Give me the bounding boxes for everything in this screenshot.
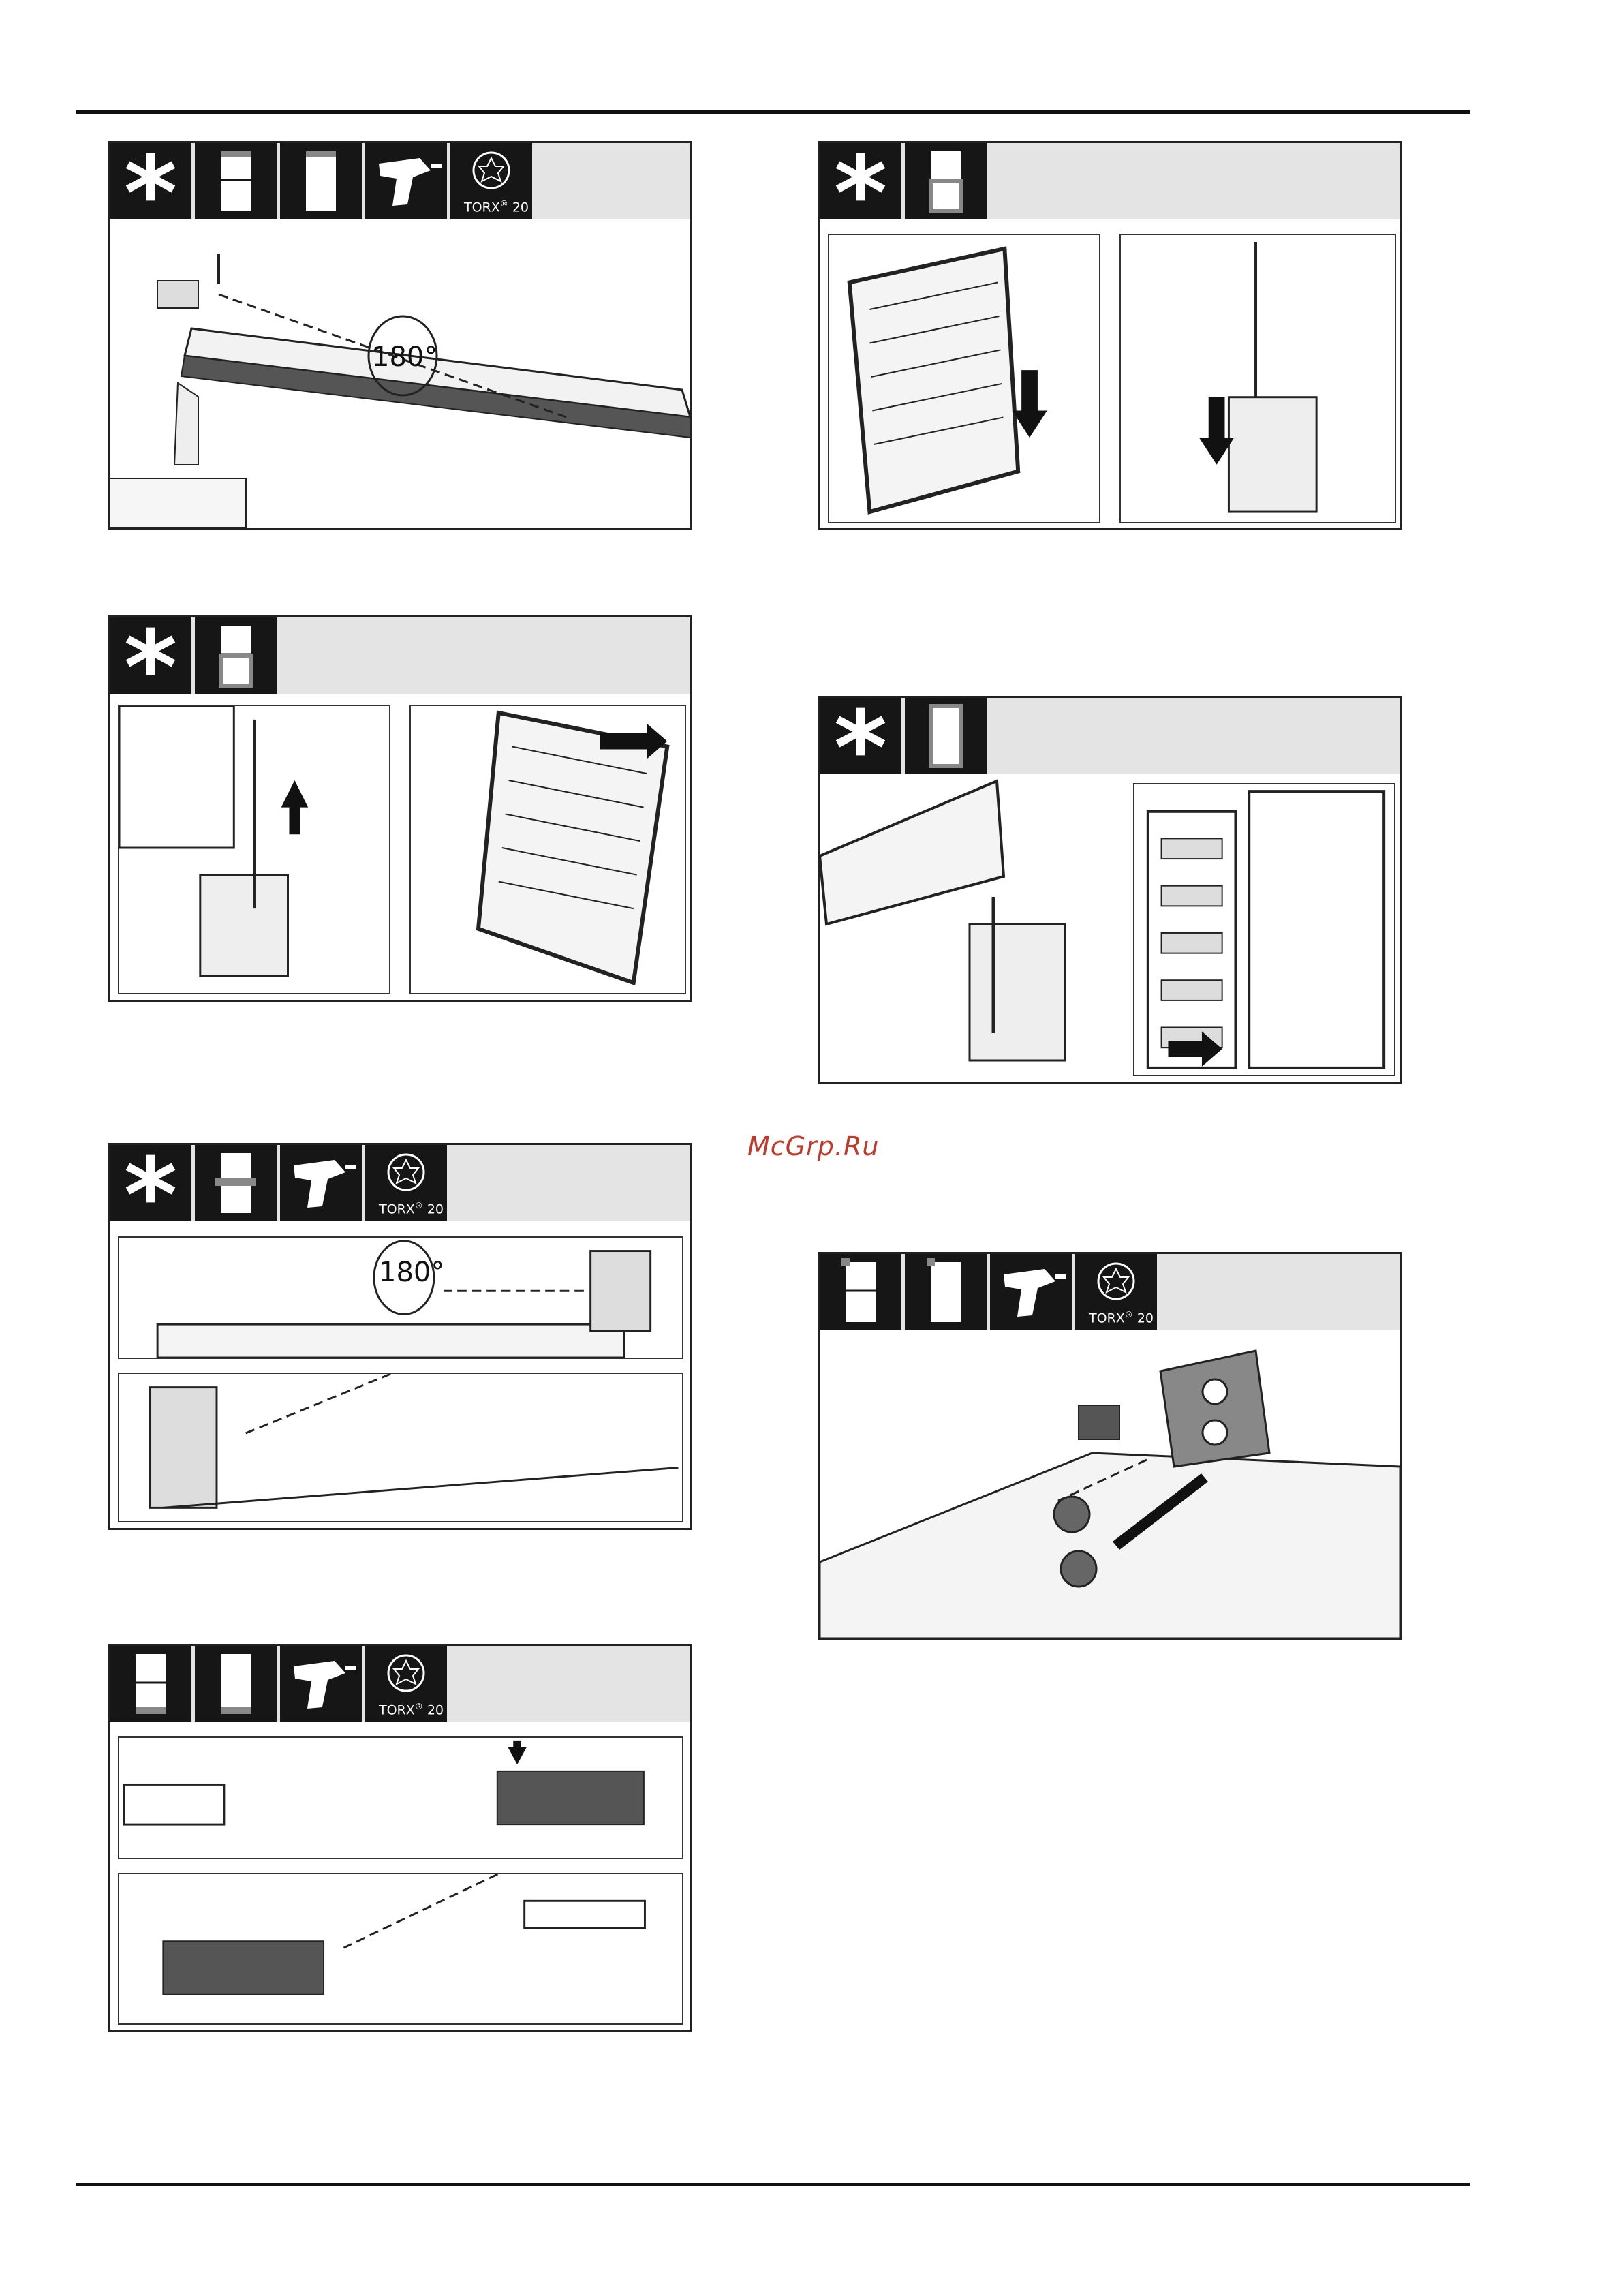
fridge-two-door-icon — [110, 1646, 191, 1722]
asterisk-icon: * — [820, 698, 901, 774]
figure-door-pin — [1119, 234, 1396, 523]
step-7: TORX® 20 — [818, 1252, 1402, 1640]
figure-bottom-hinge-bottom — [118, 1873, 683, 2025]
fridge-tall-door-icon — [905, 698, 987, 774]
top-rule — [76, 110, 1470, 114]
figure-top-hinge-screws — [820, 1330, 1400, 1638]
fridge-top-door-icon — [195, 143, 277, 219]
step-header: TORX® 20 — [820, 1254, 1400, 1330]
fridge-tall-door-icon — [280, 143, 362, 219]
torx-size: 20 — [427, 1702, 444, 1717]
fridge-tall-door-icon — [195, 1646, 277, 1722]
figure-bottom-hinge-top — [118, 1736, 683, 1859]
torx-bit-icon: TORX® 20 — [450, 143, 532, 219]
step-3: * TORX® 20 180° — [108, 1143, 692, 1530]
watermark-logo: McGrp.Ru — [747, 1131, 879, 1161]
illustration-hinge: 180° — [110, 219, 690, 528]
torx-bit-icon: TORX® 20 — [1075, 1254, 1157, 1330]
torx-mark: ® — [500, 199, 508, 209]
fridge-two-door-icon — [820, 1254, 901, 1330]
bottom-rule — [76, 2183, 1470, 2186]
fridge-tall-door-icon — [905, 1254, 987, 1330]
step-header: * TORX® 20 — [110, 143, 690, 219]
figure-hinge-pin-detail — [820, 774, 1119, 1081]
step-header: TORX® 20 — [110, 1646, 690, 1722]
drill-icon — [280, 1646, 362, 1722]
drill-icon — [365, 143, 447, 219]
torx-size: 20 — [1137, 1311, 1154, 1326]
step-header: * — [110, 617, 690, 694]
asterisk-icon: * — [110, 143, 191, 219]
step-5: * — [818, 141, 1402, 530]
step-1: * TORX® 20 180° — [108, 141, 692, 530]
torx-mark: ® — [415, 1702, 423, 1711]
fridge-bottom-door-icon — [195, 617, 277, 694]
torx-size: 20 — [512, 200, 529, 215]
figure-lift-door — [118, 705, 390, 994]
torx-brand: TORX — [464, 200, 500, 215]
figure-open-door-shelves — [1133, 783, 1395, 1076]
drill-icon — [990, 1254, 1072, 1330]
figure-hinge-rotate: 180° — [110, 219, 690, 528]
torx-bit-icon: TORX® 20 — [365, 1646, 447, 1722]
step-header: * — [820, 698, 1400, 774]
asterisk-icon: * — [820, 143, 901, 219]
figure-remove-door — [409, 705, 686, 994]
fridge-bottom-door-icon — [905, 143, 987, 219]
step-header: * — [820, 143, 1400, 219]
step-4: TORX® 20 — [108, 1644, 692, 2032]
figure-reinstall-door — [828, 234, 1100, 523]
angle-label-2: 180° — [379, 1257, 444, 1288]
torx-brand: TORX — [1089, 1311, 1125, 1326]
asterisk-icon: * — [110, 617, 191, 694]
step-6: * — [818, 696, 1402, 1084]
torx-brand: TORX — [379, 1702, 415, 1717]
angle-label: 180° — [372, 341, 437, 373]
torx-mark: ® — [1125, 1310, 1133, 1319]
step-2: * — [108, 615, 692, 1002]
